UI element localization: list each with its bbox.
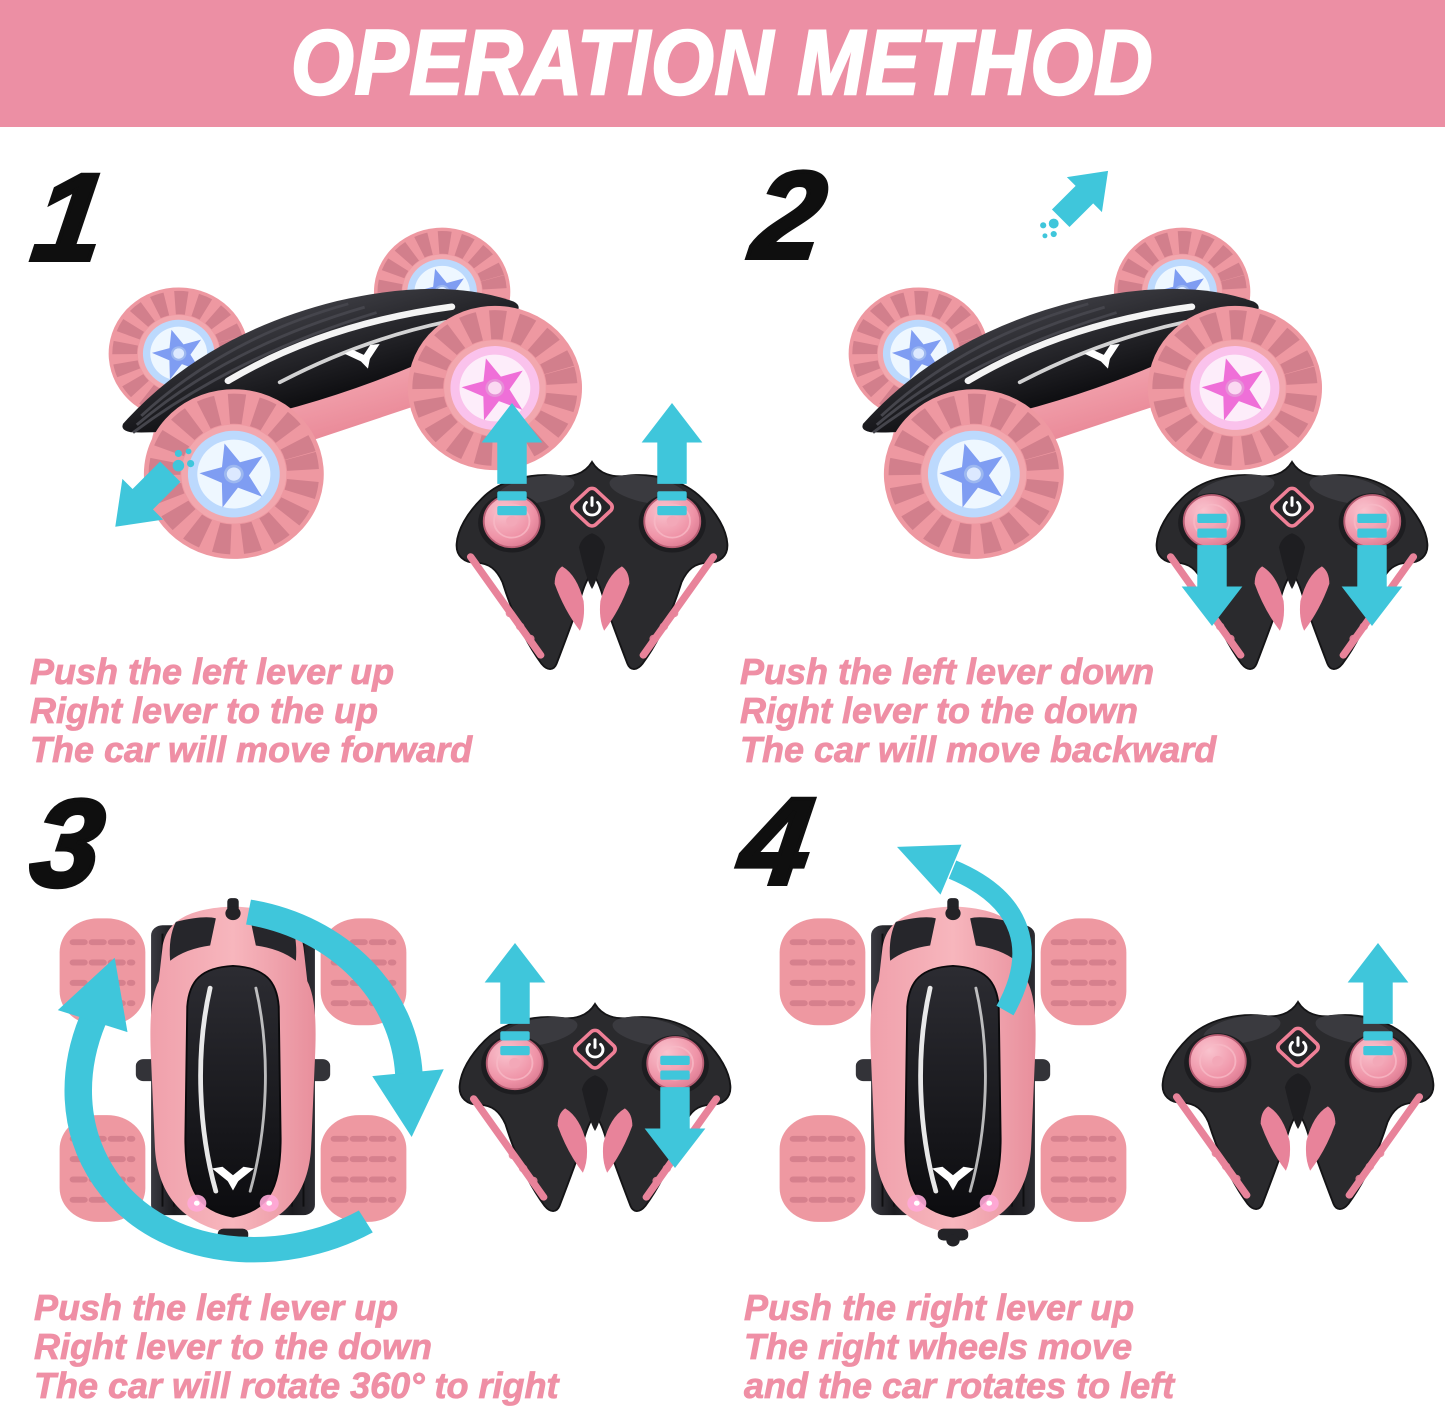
caption-line: The car will rotate 360° to right: [34, 1365, 559, 1406]
caption-line: The car will move backward: [740, 729, 1217, 770]
step-number: 4: [730, 771, 822, 913]
page-title: OPERATION METHOD: [290, 11, 1154, 116]
caption-line: Right lever to the up: [30, 690, 379, 731]
caption-line: Push the left lever up: [34, 1287, 399, 1328]
caption-line: Right lever to the down: [740, 690, 1139, 731]
step-caption: Push the right lever up The right wheels…: [744, 1287, 1175, 1406]
caption-line: Right lever to the down: [34, 1326, 433, 1367]
rotate-left-arrow-icon: [897, 844, 1032, 1016]
right-lever-up-arrow-icon: [1347, 942, 1409, 1056]
step-caption: Push the left lever up Right lever to th…: [34, 1287, 559, 1406]
title-banner: OPERATION METHOD: [0, 0, 1445, 127]
caption-line: Push the left lever down: [740, 651, 1155, 692]
caption-line: Push the left lever up: [30, 651, 395, 692]
caption-line: Push the right lever up: [744, 1287, 1135, 1328]
step-caption: Push the left lever up Right lever to th…: [30, 651, 473, 770]
caption-line: The right wheels move: [744, 1326, 1133, 1367]
caption-line: and the car rotates to left: [744, 1365, 1175, 1406]
step-caption: Push the left lever down Right lever to …: [740, 651, 1217, 770]
caption-line: The car will move forward: [30, 729, 473, 770]
rotate-clockwise-arrow-icon: [57, 899, 444, 1263]
